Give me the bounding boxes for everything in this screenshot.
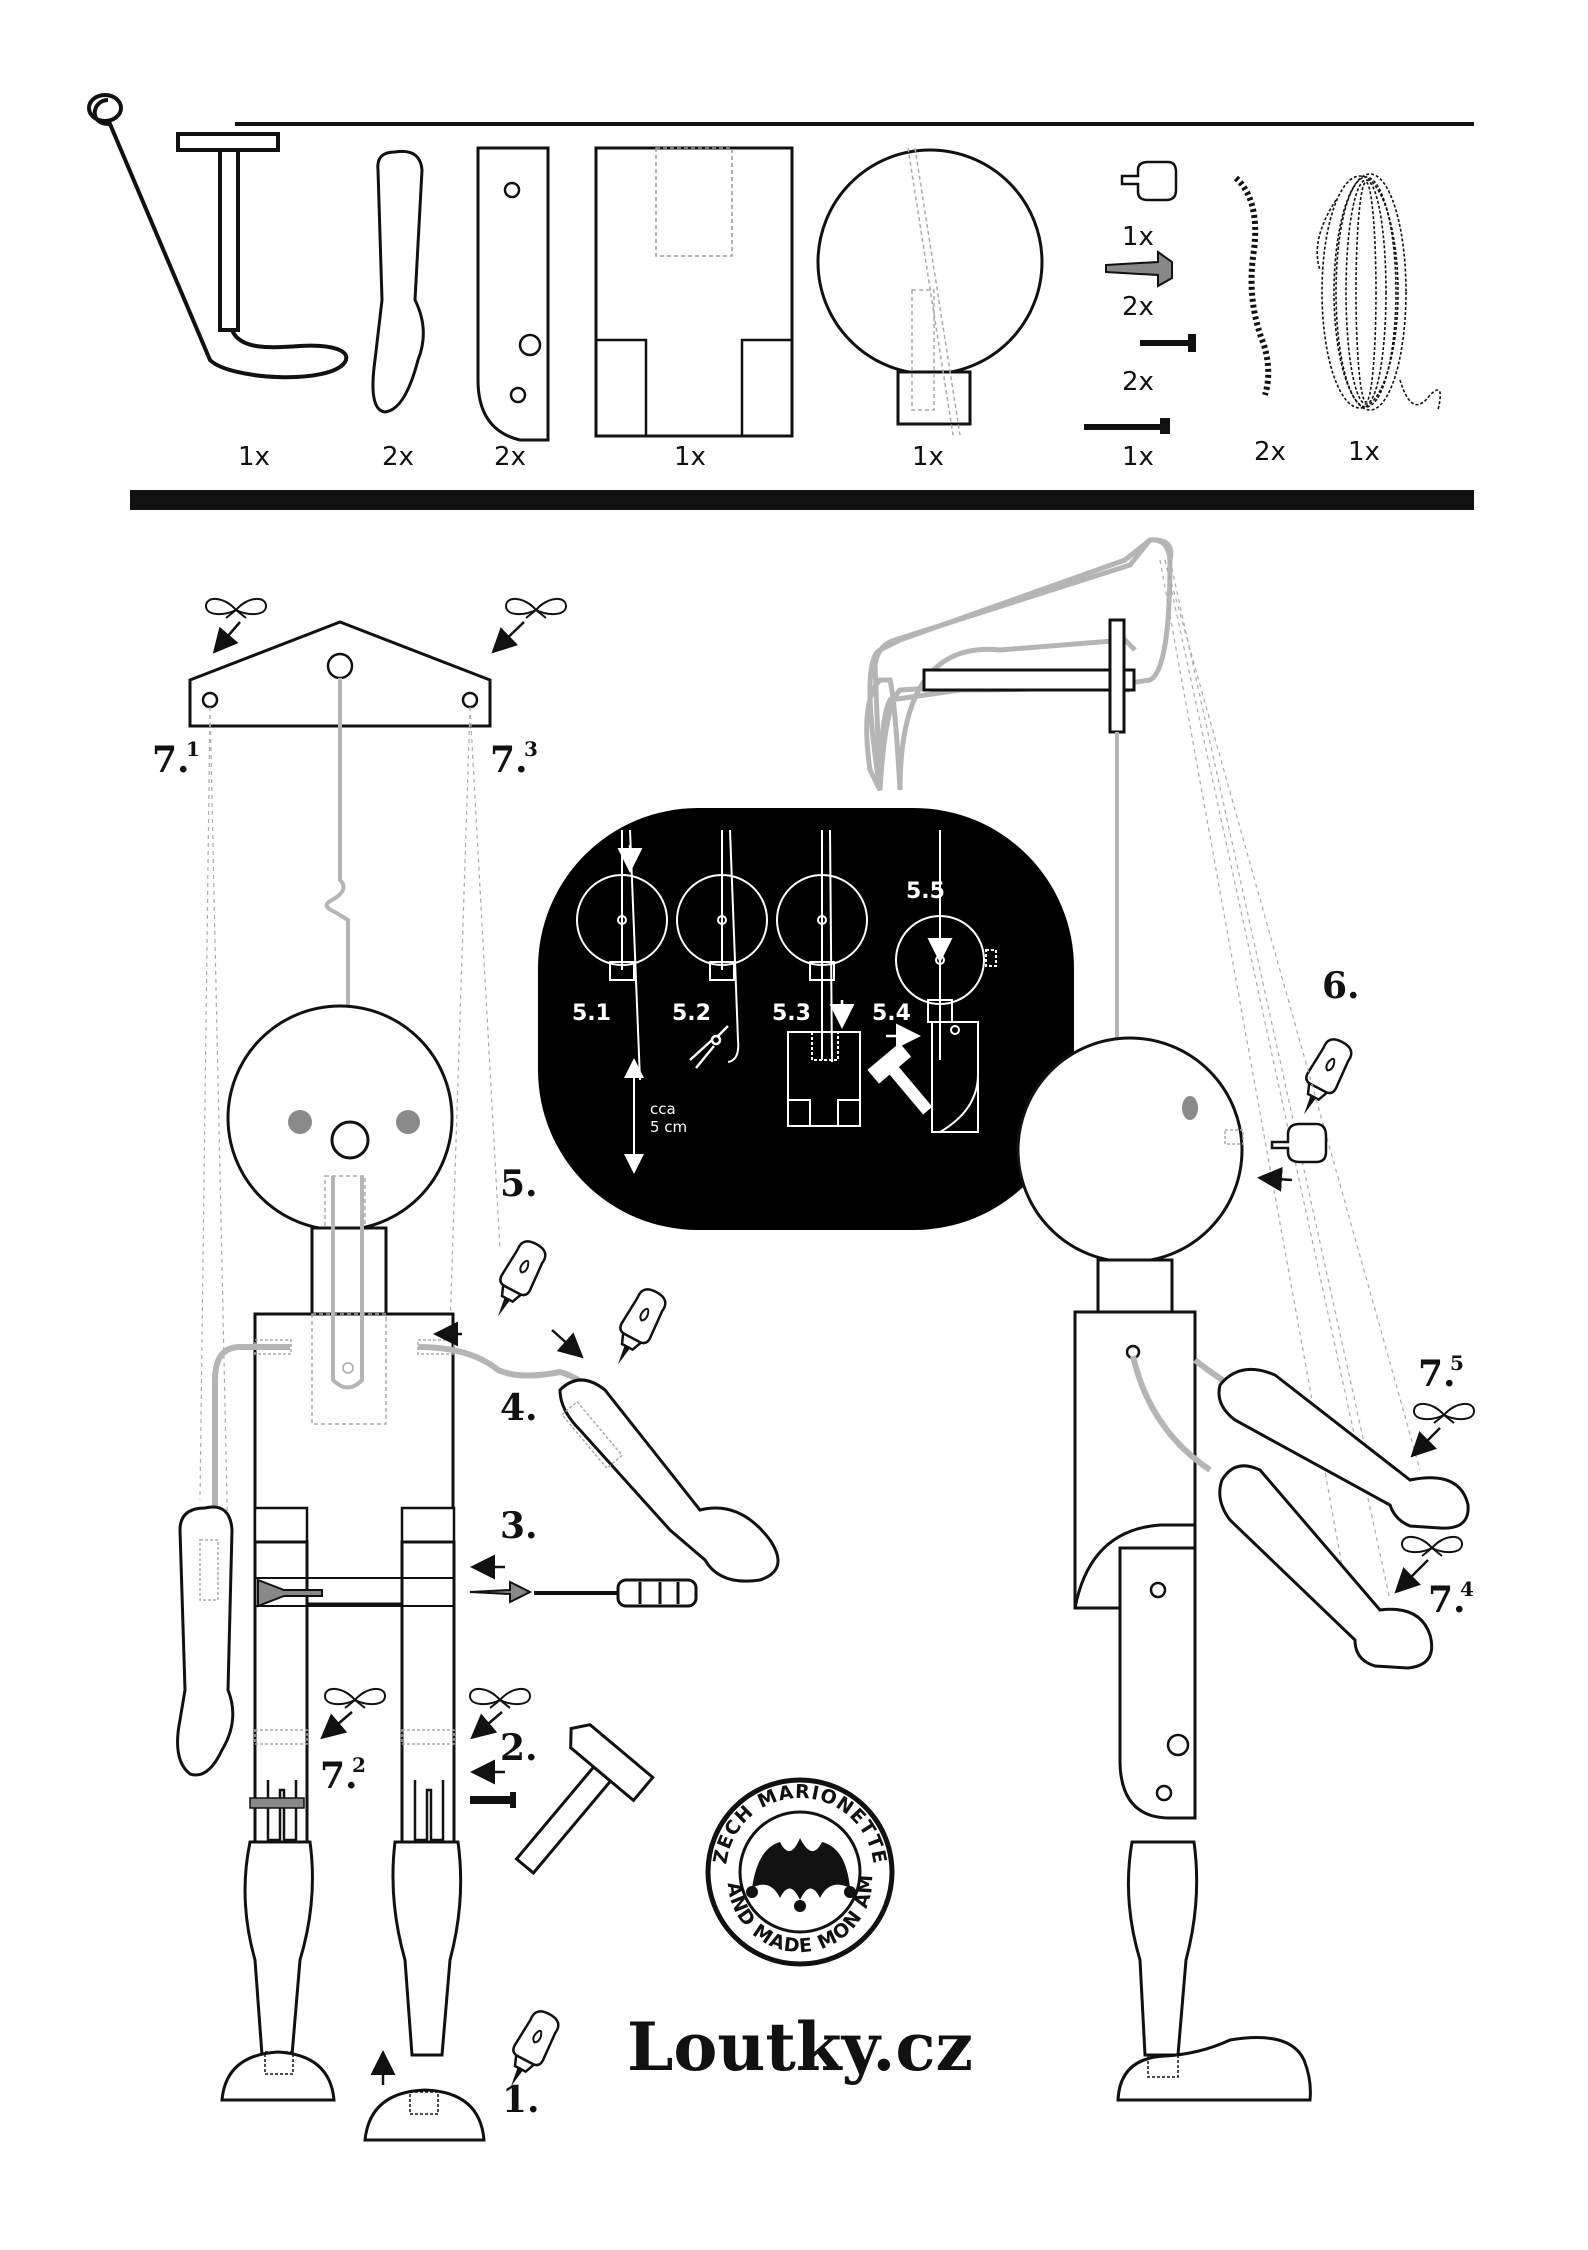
- step-5-1: 5.1: [572, 1001, 611, 1026]
- step-7-4: 7.: [1428, 1579, 1466, 1621]
- count-spool: 1x: [1348, 437, 1380, 467]
- spool-part-icon: [1316, 173, 1441, 411]
- count-body: 1x: [674, 442, 706, 472]
- step-2: 2.: [500, 1727, 538, 1769]
- step-7-3-sup: 3: [524, 737, 538, 761]
- count-thigh: 2x: [494, 442, 526, 472]
- step-1: 1.: [502, 2079, 540, 2121]
- front-assembly: [176, 597, 1358, 2142]
- step-5-4: 5.4: [872, 1001, 911, 1026]
- step-4: 4.: [500, 1387, 538, 1429]
- step-5: 5.: [500, 1163, 538, 1205]
- step-7-3: 7.: [490, 739, 528, 781]
- length-label: 5 cm: [650, 1118, 687, 1136]
- small-parts: [1084, 160, 1196, 434]
- side-shin: [1126, 1840, 1199, 2057]
- step-7-1: 7.: [152, 739, 190, 781]
- front-foot-right: [363, 2088, 486, 2142]
- control-hook-part: [87, 93, 349, 380]
- brand-site-name: Loutky.cz: [627, 2008, 973, 2086]
- count-nail-long: 1x: [1122, 442, 1154, 472]
- count-control: 1x: [238, 442, 270, 472]
- front-arm-left: [176, 1505, 235, 1777]
- pliers-icon: [689, 1025, 729, 1069]
- side-arm-lower: [1218, 1464, 1434, 1670]
- count-nose: 1x: [1122, 222, 1154, 252]
- jester-hat-icon: [752, 1838, 850, 1900]
- nail-long-icon: [1084, 418, 1170, 434]
- nail-short-icon: [1140, 334, 1196, 352]
- head-assembly-inset: 5.1 5.2 5.3 5.4 5.5 cca 5 cm: [538, 808, 1074, 1230]
- screw-icon: [1105, 250, 1173, 288]
- step-7-5-sup: 5: [1450, 1351, 1464, 1375]
- hammer-icon: [867, 1042, 933, 1115]
- nose-icon: [1270, 1122, 1328, 1164]
- nose-part-icon: [1120, 160, 1178, 202]
- head-part: [816, 147, 1044, 436]
- side-foot: [1116, 2036, 1312, 2102]
- front-step-labels: 7. 1 7. 3 5. 4. 3. 2. 7. 2 1.: [152, 737, 540, 2121]
- step-7-5: 7.: [1418, 1353, 1456, 1395]
- step-5-3: 5.3: [772, 1001, 811, 1026]
- front-shin-right: [391, 1840, 463, 2057]
- string-part-icon: [1233, 175, 1272, 396]
- step-7-2: 7.: [320, 1755, 358, 1797]
- front-foot-left: [220, 2050, 336, 2102]
- body-part: [594, 146, 794, 438]
- step-5-2: 5.2: [672, 1001, 711, 1026]
- step-3: 3.: [500, 1505, 538, 1547]
- front-arm-right: [558, 1378, 780, 1583]
- step-7-1-sup: 1: [186, 737, 200, 761]
- side-assembly: [864, 537, 1475, 2102]
- count-nail-short: 2x: [1122, 367, 1154, 397]
- step-7-2-sup: 2: [352, 1753, 366, 1777]
- thigh-part: [476, 146, 550, 442]
- side-arm-upper: [1217, 1367, 1470, 1530]
- step-6: 6.: [1322, 965, 1360, 1007]
- count-string: 2x: [1254, 437, 1286, 467]
- step-5-5: 5.5: [906, 879, 945, 904]
- parts-row: 1x 2x 2x 1x 1x 1x 2x 2x 1x 2x 1x: [87, 93, 1474, 510]
- side-head: [1016, 1036, 1244, 1264]
- front-shin-left: [243, 1840, 314, 2057]
- side-step-labels: 6. 7. 5 7. 4: [1322, 965, 1474, 1621]
- count-screw: 2x: [1122, 292, 1154, 322]
- cca-label: cca: [650, 1100, 676, 1118]
- step-7-4-sup: 4: [1460, 1577, 1474, 1601]
- count-arm: 2x: [382, 442, 414, 472]
- arm-part: [371, 149, 425, 414]
- count-head: 1x: [912, 442, 944, 472]
